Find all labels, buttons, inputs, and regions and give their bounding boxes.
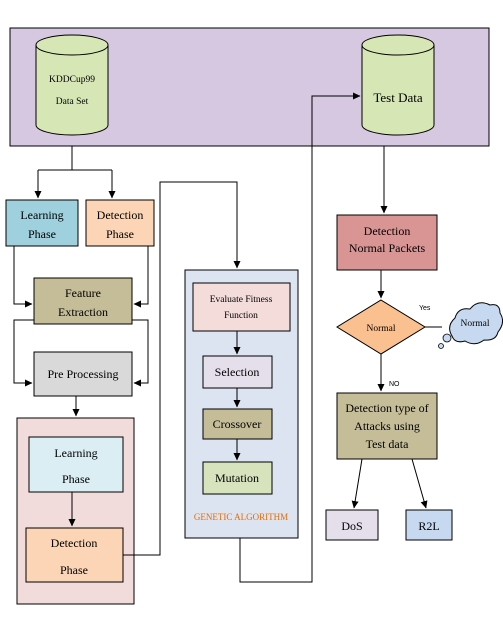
detection-type-line3: Test data — [366, 437, 409, 451]
arrow-ga-to-test-data — [239, 92, 361, 583]
feature-extraction-box: Feature Extraction — [33, 277, 133, 325]
detection-phase-top-line2: Phase — [106, 227, 134, 241]
normal-decision-diamond: Normal — [336, 299, 426, 355]
genetic-algorithm-label: GENETIC ALGORITHM — [194, 512, 288, 522]
arrow-feature-to-preprocess-left — [13, 319, 34, 387]
no-label: NO — [389, 381, 400, 388]
r2l-label: R2L — [418, 519, 439, 533]
test-data-label: Test Data — [373, 90, 422, 105]
arrow-to-r2l — [411, 458, 428, 509]
normal-cloud: Normal — [438, 302, 503, 349]
evaluate-fitness-box: Evaluate Fitness Function — [192, 282, 291, 332]
learning-phase-inner-line2: Phase — [62, 472, 90, 486]
yes-label: Yes — [419, 305, 431, 312]
evaluate-fitness-line1: Evaluate Fitness — [210, 295, 273, 305]
arrow-detection-to-feature — [133, 246, 149, 308]
detection-phase-top-box: Detection Phase — [85, 199, 155, 247]
detection-phase-inner-box: Detection Phase — [25, 527, 124, 583]
pre-processing-box: Pre Processing — [33, 351, 133, 397]
arrow-learning-to-feature — [13, 246, 33, 308]
arrow-detection-to-ga — [123, 181, 241, 556]
feature-extraction-line2: Extraction — [58, 305, 108, 319]
detection-phase-inner-line2: Phase — [60, 563, 88, 577]
kddcup-label-line1: KDDCup99 — [49, 75, 95, 85]
normal-decision-label: Normal — [366, 324, 395, 334]
arrow-to-dos — [351, 458, 363, 509]
dos-box: DoS — [325, 509, 379, 541]
crossover-label: Crossover — [213, 417, 262, 431]
normal-cloud-label: Normal — [460, 319, 489, 329]
selection-box: Selection — [202, 355, 273, 389]
kddcup-dataset-cylinder: KDDCup99 Data Set — [35, 34, 109, 136]
learning-phase-inner-box: Learning Phase — [28, 436, 124, 493]
mutation-label: Mutation — [215, 471, 259, 485]
detection-normal-line2: Normal Packets — [349, 241, 426, 255]
learning-phase-top-line2: Phase — [28, 227, 56, 241]
detection-normal-line1: Detection — [364, 224, 411, 238]
r2l-box: R2L — [405, 509, 453, 541]
evaluate-fitness-line2: Function — [224, 311, 258, 321]
detection-phase-top-line1: Detection — [97, 208, 144, 222]
dos-label: DoS — [341, 519, 362, 533]
detection-normal-packets-box: Detection Normal Packets — [336, 214, 438, 271]
arrow-feature-to-preprocess-right — [132, 319, 149, 387]
detection-phase-inner-line1: Detection — [51, 536, 98, 550]
selection-label: Selection — [215, 365, 260, 379]
detection-type-box: Detection type of Attacks using Test dat… — [336, 392, 438, 460]
pre-processing-label: Pre Processing — [48, 367, 119, 381]
learning-phase-top-box: Learning Phase — [5, 199, 79, 247]
detection-type-line2: Attacks using — [354, 419, 420, 433]
test-data-cylinder: Test Data — [361, 34, 435, 136]
learning-phase-inner-line1: Learning — [54, 446, 97, 460]
detection-type-line1: Detection type of — [345, 401, 428, 415]
feature-extraction-line1: Feature — [65, 286, 101, 300]
panel-split-connector — [38, 146, 112, 171]
learning-phase-top-line1: Learning — [20, 208, 63, 222]
kddcup-label-line2: Data Set — [56, 97, 89, 107]
crossover-box: Crossover — [202, 408, 273, 440]
mutation-box: Mutation — [202, 461, 273, 495]
